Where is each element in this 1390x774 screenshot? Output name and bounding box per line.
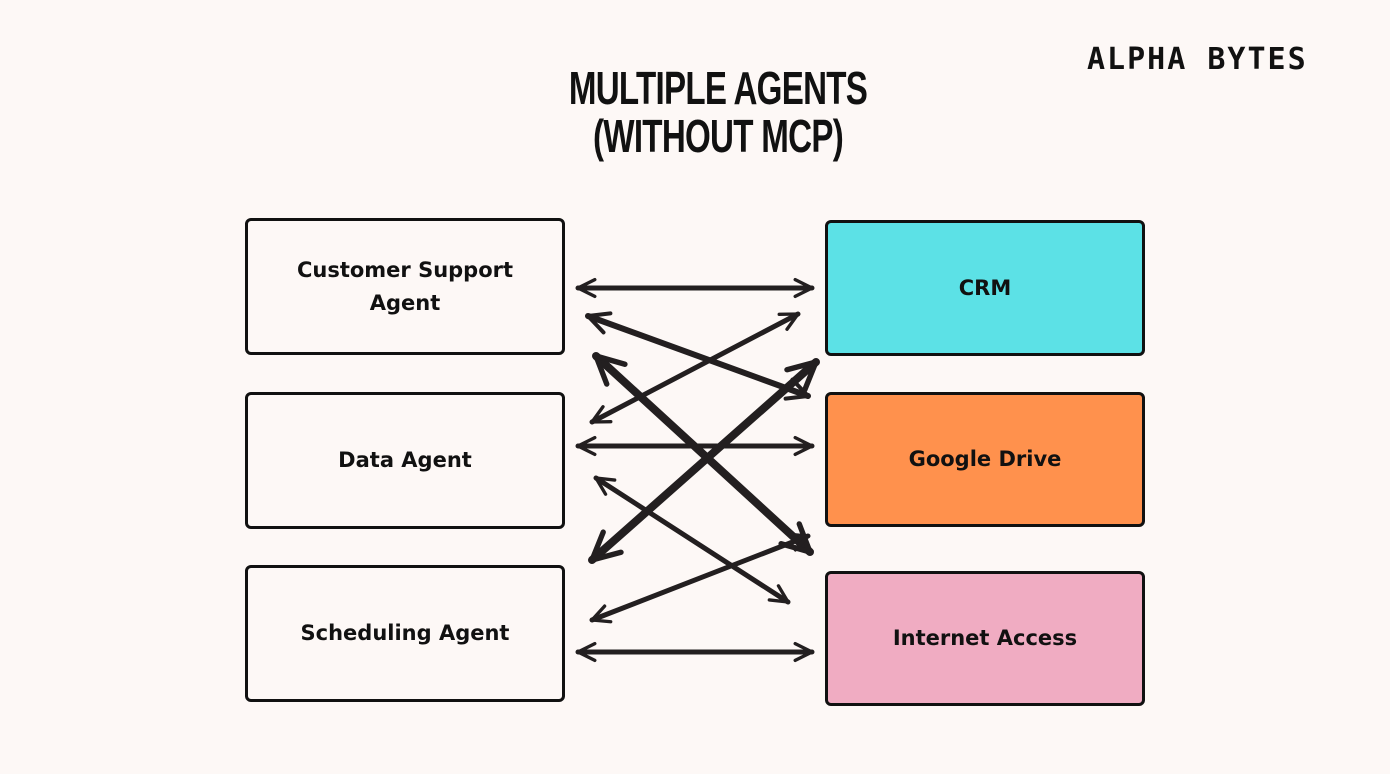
agent-label-data: Data Agent	[338, 448, 472, 472]
service-box-internet-access: Internet Access	[825, 571, 1145, 706]
title-line-1: MULTIPLE AGENTS	[568, 62, 868, 114]
service-box-google-drive: Google Drive	[825, 392, 1145, 527]
agent-label-customer-support: Customer Support Agent	[296, 257, 514, 315]
agent-box-scheduling: Scheduling Agent	[245, 565, 565, 702]
diagram-title: MULTIPLE AGENTS (WITHOUT MCP)	[521, 64, 914, 160]
arrow-scheduling-agent-to-google-drive	[589, 532, 811, 624]
service-label-internet-access: Internet Access	[892, 626, 1078, 650]
service-box-crm: CRM	[825, 220, 1145, 356]
title-line-2: (WITHOUT MCP)	[592, 110, 844, 162]
service-label-crm: CRM	[958, 275, 1012, 300]
arrow-scheduling-agent-to-crm	[588, 358, 820, 564]
service-label-google-drive: Google Drive	[908, 447, 1062, 471]
brand-logo: ALPHA BYTES	[1087, 42, 1308, 77]
agent-box-customer-support: Customer Support Agent	[245, 218, 565, 355]
agent-label-scheduling: Scheduling Agent	[300, 621, 510, 645]
agent-box-data: Data Agent	[245, 392, 565, 529]
